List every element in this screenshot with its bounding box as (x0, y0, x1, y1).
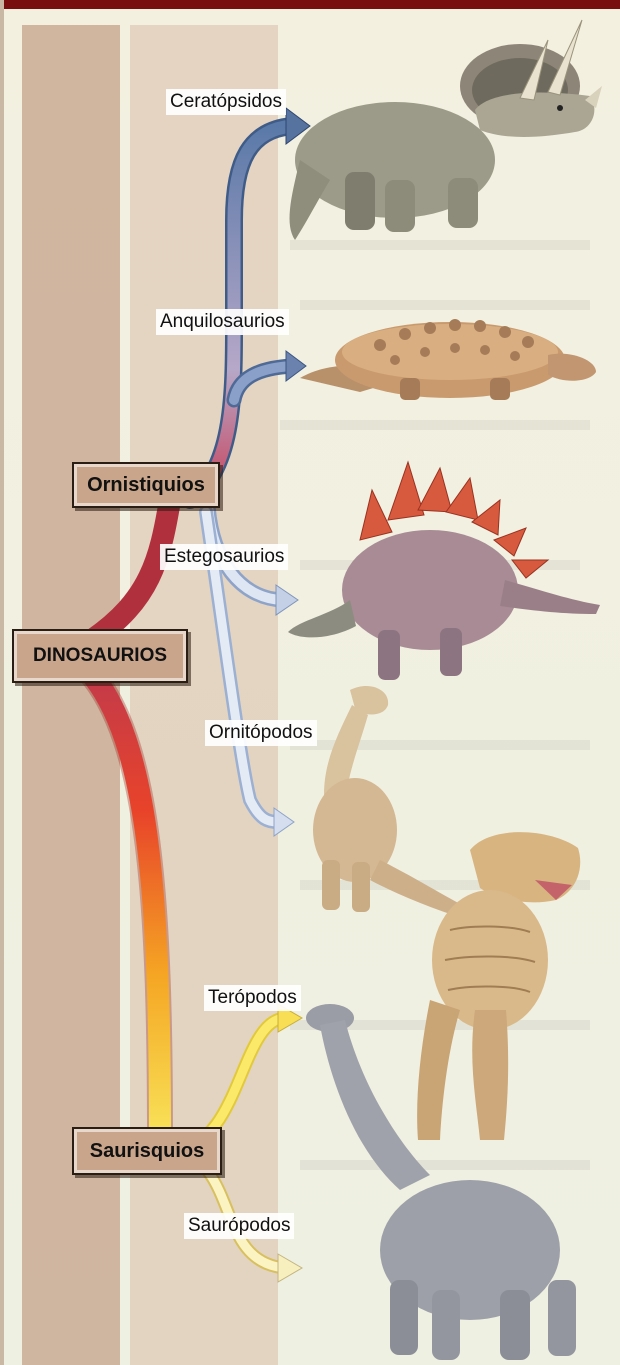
clade-label-sauropodos: Saurópodos (184, 1213, 294, 1239)
clade-label-estegosaurios: Estegosaurios (160, 544, 288, 570)
clade-label-teropodos: Terópodos (204, 985, 301, 1011)
clade-label-anquilosaurios: Anquilosaurios (156, 309, 289, 335)
clade-label-ceratopsidos: Ceratópsidos (166, 89, 286, 115)
group-box-ornistiquios: Ornistiquios (72, 462, 220, 508)
top-frame-bar (0, 0, 620, 9)
clade-label-ornitopodos: Ornitópodos (205, 720, 317, 746)
group-box-saurisquios: Saurisquios (72, 1127, 222, 1175)
group-box-dinosaurios: DINOSAURIOS (12, 629, 188, 683)
